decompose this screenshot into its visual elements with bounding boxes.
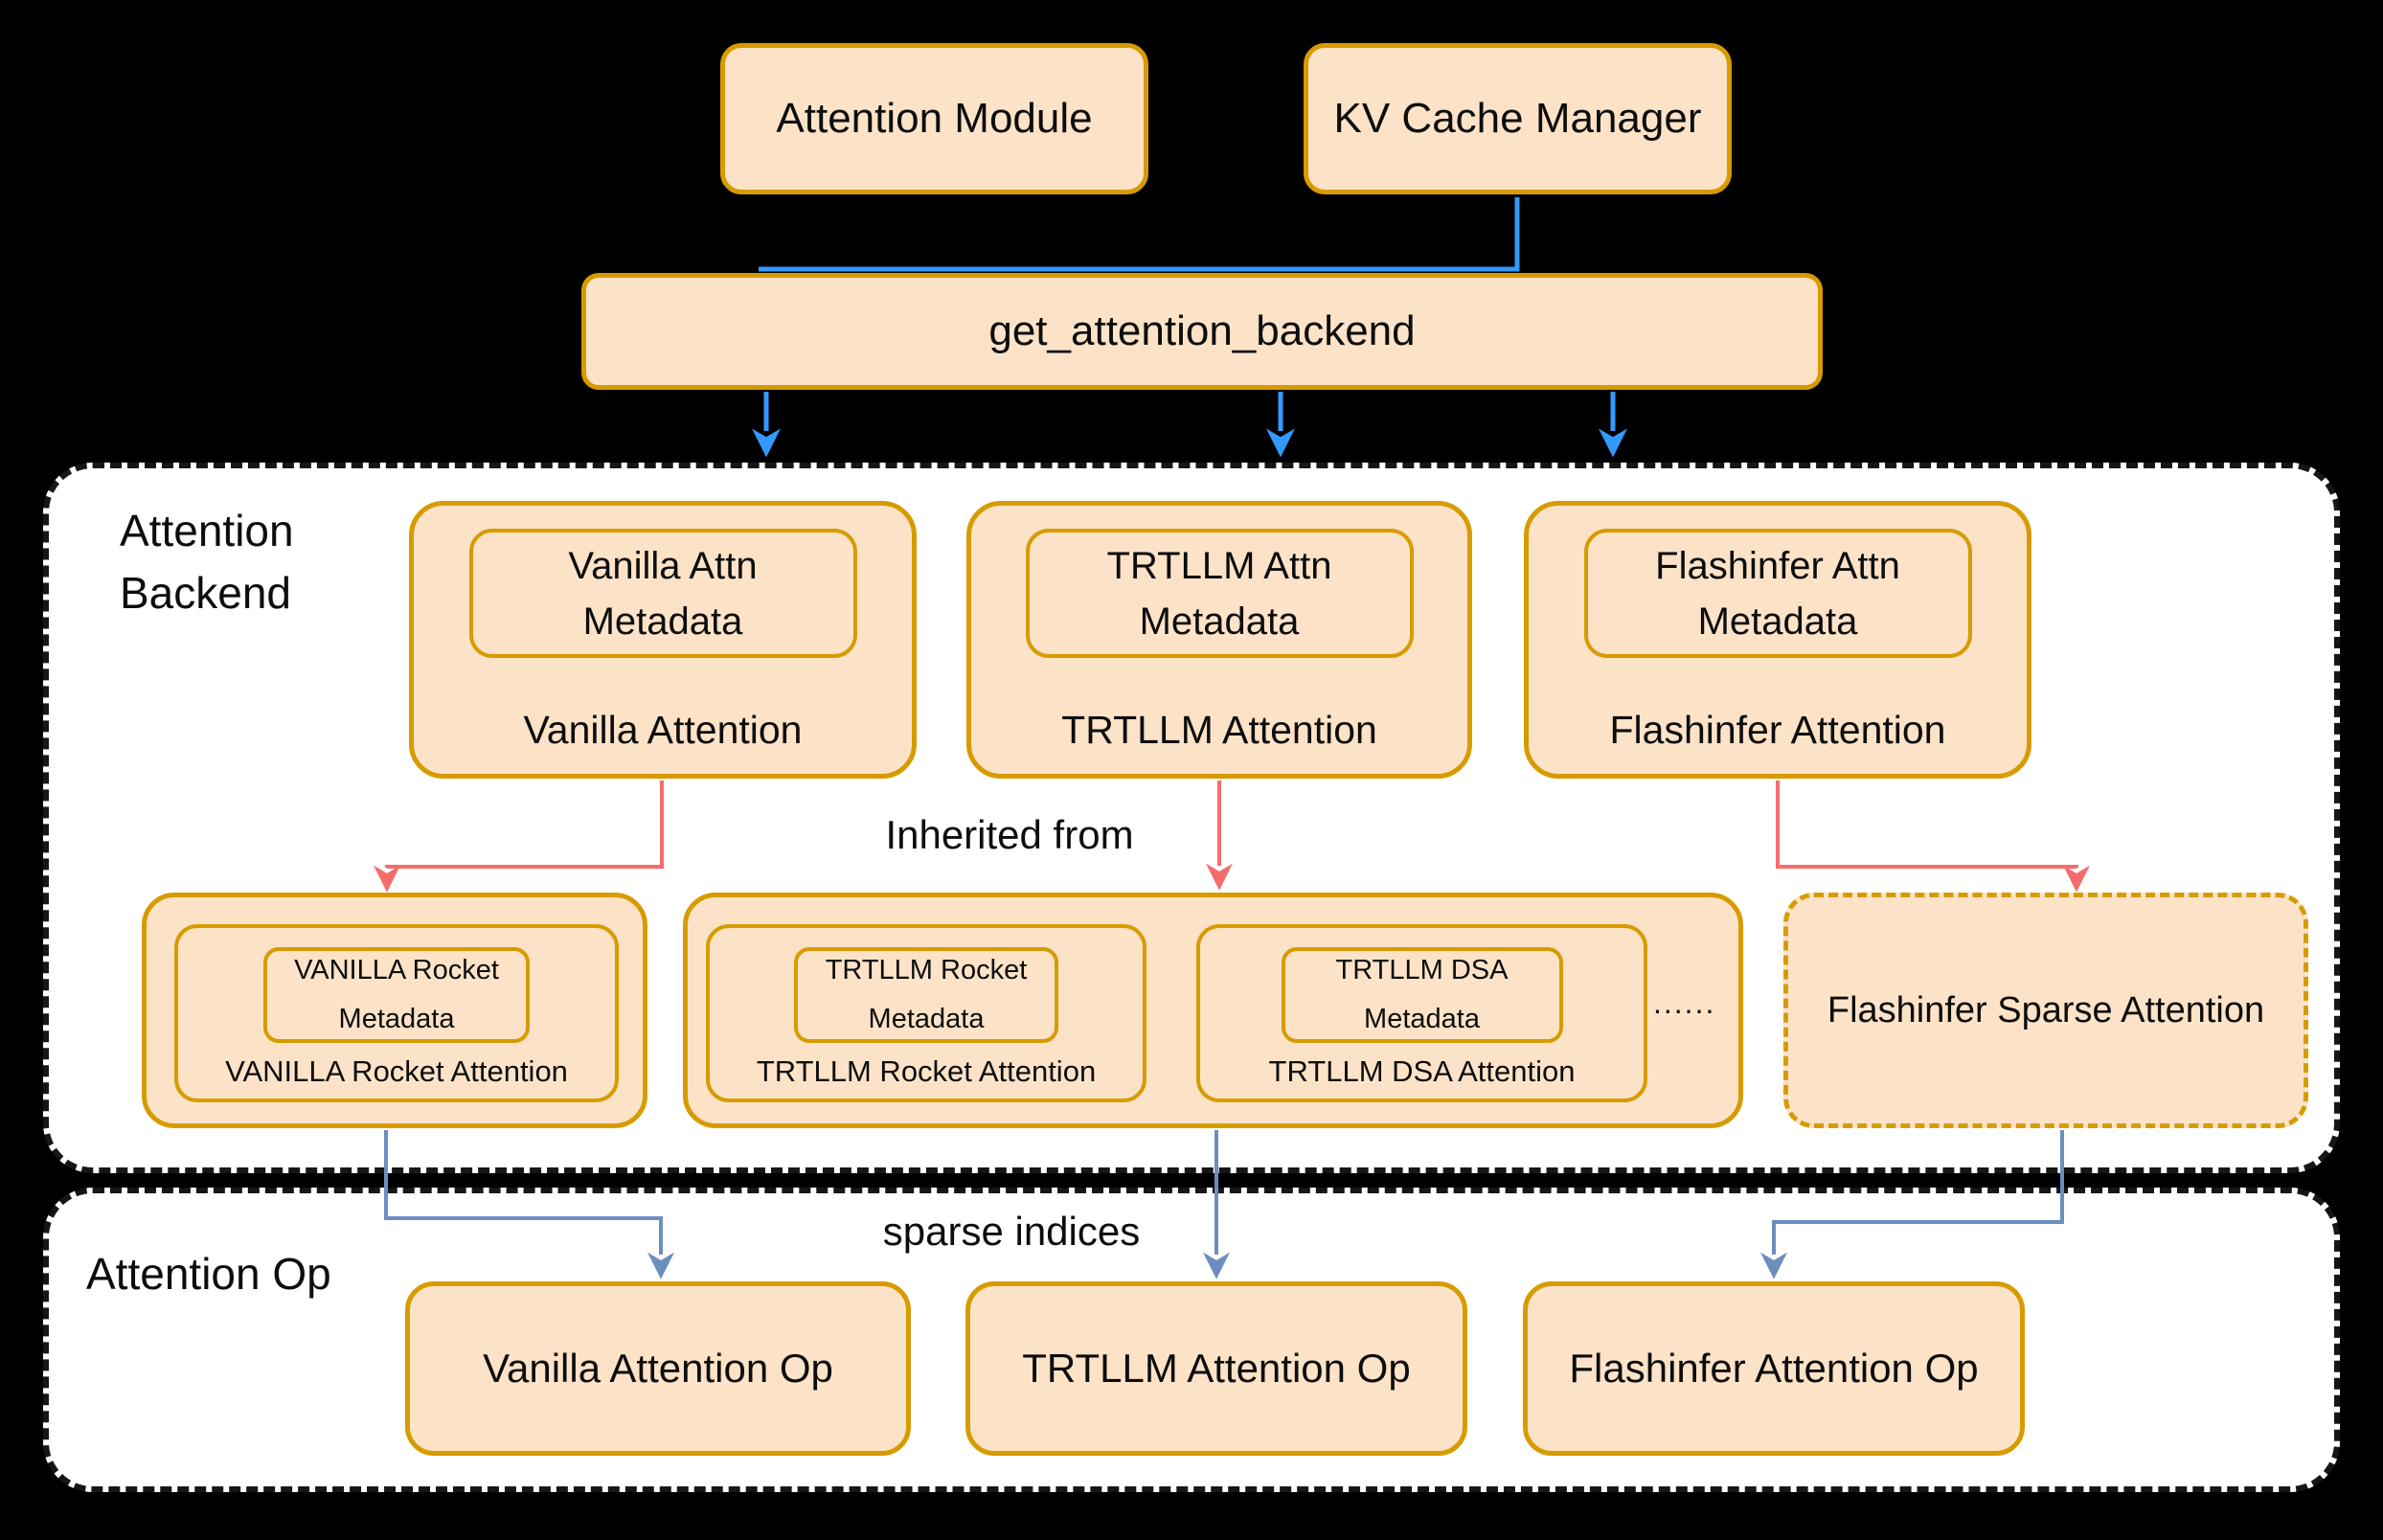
vanilla-rocket-metadata-node: VANILLA Rocket Metadata — [263, 947, 530, 1043]
flashinfer-attention-op-node: Flashinfer Attention Op — [1523, 1281, 2025, 1456]
flashinfer-attention-op-label: Flashinfer Attention Op — [1569, 1346, 1979, 1391]
trtllm-attention-label: TRTLLM Attention — [1061, 708, 1377, 752]
flashinfer-attn-metadata-node: Flashinfer Attn Metadata — [1583, 529, 1972, 658]
attention-module-label: Attention Module — [776, 95, 1093, 142]
attention-op-title: Attention Op — [86, 1249, 331, 1299]
trtllm-dsa-attention-label: TRTLLM DSA Attention — [1268, 1054, 1576, 1088]
attention-backend-title: Attention Backend — [120, 506, 294, 619]
wire-kv-cache — [759, 197, 1520, 272]
trtllm-attention-node: TRTLLM Attn Metadata TRTLLM Attention — [966, 501, 1472, 779]
vanilla-attention-node: Vanilla Attn Metadata Vanilla Attention — [409, 501, 917, 779]
vanilla-attention-op-label: Vanilla Attention Op — [483, 1346, 833, 1391]
vanilla-rocket-attention-node: VANILLA Rocket Metadata VANILLA Rocket A… — [174, 924, 619, 1102]
flashinfer-sparse-attention-node: Flashinfer Sparse Attention — [1783, 893, 2308, 1128]
trtllm-attention-op-label: TRTLLM Attention Op — [1022, 1346, 1411, 1391]
sparse-indices-label: sparse indices — [882, 1209, 1141, 1254]
flashinfer-sparse-attention-label: Flashinfer Sparse Attention — [1827, 989, 2265, 1030]
flashinfer-attention-node: Flashinfer Attn Metadata Flashinfer Atte… — [1524, 501, 2031, 779]
trtllm-inherited-container: TRTLLM Rocket Metadata TRTLLM Rocket Att… — [683, 893, 1743, 1128]
vanilla-rocket-attention-label: VANILLA Rocket Attention — [225, 1054, 568, 1088]
more-backends-ellipsis: ...... — [1653, 985, 1716, 1020]
trtllm-attention-op-node: TRTLLM Attention Op — [965, 1281, 1467, 1456]
trtllm-rocket-attention-label: TRTLLM Rocket Attention — [756, 1054, 1097, 1088]
trtllm-rocket-attention-node: TRTLLM Rocket Metadata TRTLLM Rocket Att… — [706, 924, 1146, 1102]
inherited-from-label: Inherited from — [885, 812, 1134, 857]
get-attention-backend-label: get_attention_backend — [988, 307, 1416, 354]
trtllm-attn-metadata-node: TRTLLM Attn Metadata — [1025, 529, 1414, 658]
trtllm-dsa-attention-node: TRTLLM DSA Metadata TRTLLM DSA Attention — [1196, 924, 1647, 1102]
trtllm-rocket-metadata-node: TRTLLM Rocket Metadata — [794, 947, 1058, 1043]
get-attention-backend-node: get_attention_backend — [581, 273, 1823, 390]
trtllm-dsa-metadata-node: TRTLLM DSA Metadata — [1281, 947, 1563, 1043]
vanilla-attention-op-node: Vanilla Attention Op — [405, 1281, 911, 1456]
kv-cache-manager-label: KV Cache Manager — [1333, 95, 1702, 142]
vanilla-attention-label: Vanilla Attention — [523, 708, 803, 752]
kv-cache-manager-node: KV Cache Manager — [1304, 43, 1732, 194]
vanilla-rocket-outer-node: VANILLA Rocket Metadata VANILLA Rocket A… — [142, 893, 647, 1128]
flashinfer-attention-label: Flashinfer Attention — [1609, 708, 1946, 752]
attention-module-node: Attention Module — [720, 43, 1148, 194]
vanilla-attn-metadata-node: Vanilla Attn Metadata — [468, 529, 857, 658]
